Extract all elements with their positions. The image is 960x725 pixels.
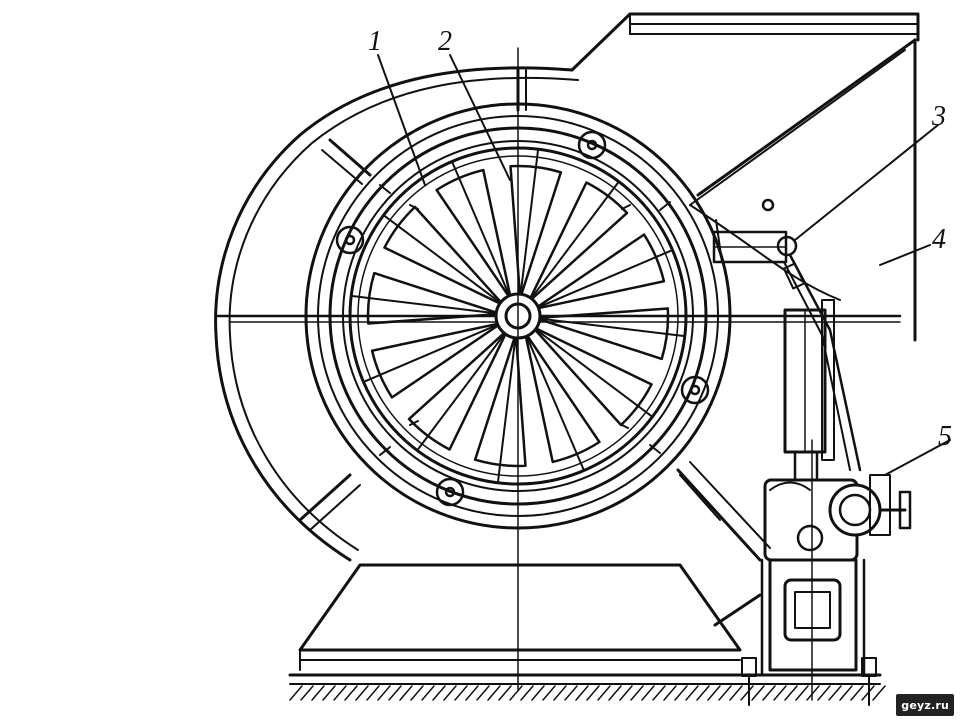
vane-shaft <box>519 148 540 294</box>
hatch-line <box>828 685 842 701</box>
hatch-line <box>564 685 578 701</box>
hatch-line <box>388 685 402 701</box>
hatch-line <box>850 685 864 701</box>
hatch-line <box>597 685 611 701</box>
vane-shaft <box>539 249 674 308</box>
gear-drive <box>741 439 912 706</box>
hatch-line <box>806 685 820 701</box>
hatch-line <box>410 685 424 701</box>
hatch-line <box>630 685 644 701</box>
actuator-column <box>783 299 835 482</box>
hatch-line <box>729 685 743 701</box>
hatch-line <box>663 685 677 701</box>
hatch-line <box>355 685 369 701</box>
hatch-line <box>454 685 468 701</box>
hatch-line <box>641 685 655 701</box>
hatch-line <box>773 685 787 701</box>
guide-vanes <box>350 148 686 484</box>
guide-vane <box>435 168 511 296</box>
vane-shaft <box>382 214 500 303</box>
hatch-line <box>553 685 567 701</box>
hatch-line <box>498 685 512 701</box>
hatch-line <box>542 685 556 701</box>
callout-3: 3 <box>931 101 946 132</box>
vane-shaft <box>531 180 620 298</box>
vane-shaft <box>540 317 686 338</box>
hatch-line <box>586 685 600 701</box>
lever-linkage <box>712 219 862 472</box>
watermark-badge: geyz.ru <box>896 694 954 716</box>
hatch-line <box>465 685 479 701</box>
vane-shaft <box>362 324 497 383</box>
hatch-line <box>520 685 534 701</box>
hatch-line <box>674 685 688 701</box>
hatch-line <box>399 685 413 701</box>
hatch-line <box>487 685 501 701</box>
hatch-line <box>740 685 754 701</box>
hatch-line <box>652 685 666 701</box>
hatch-line <box>289 685 303 701</box>
guide-vane <box>370 323 498 399</box>
hatch-line <box>795 685 809 701</box>
callout-5: 5 <box>938 421 952 452</box>
vane-shaft <box>416 334 505 452</box>
vane-shaft <box>496 338 517 484</box>
hatch-line <box>751 685 765 701</box>
hatch-line <box>696 685 710 701</box>
callout-1: 1 <box>368 26 382 57</box>
hatch-line <box>421 685 435 701</box>
guide-vane <box>525 336 601 464</box>
hatch-line <box>443 685 457 701</box>
vane-shaft <box>536 329 654 418</box>
hatch-line <box>333 685 347 701</box>
callout-labels: 1 2 3 4 5 <box>368 26 952 452</box>
hatch-line <box>344 685 358 701</box>
hatch-line <box>762 685 776 701</box>
hatch-line <box>432 685 446 701</box>
guide-vane <box>538 233 666 309</box>
hatch-line <box>784 685 798 701</box>
vane-shaft <box>350 294 496 315</box>
hatch-line <box>685 685 699 701</box>
hatch-line <box>531 685 545 701</box>
hatch-line <box>322 685 336 701</box>
hatch-line <box>366 685 380 701</box>
hatch-line <box>311 685 325 701</box>
hatch-line <box>718 685 732 701</box>
hatch-line <box>476 685 490 701</box>
leader-lines <box>377 54 951 476</box>
hatch-line <box>575 685 589 701</box>
vane-shaft <box>526 337 585 472</box>
ring-bolts <box>335 130 775 507</box>
hatch-line <box>839 685 853 701</box>
hatch-line <box>817 685 831 701</box>
hatch-line <box>377 685 391 701</box>
watermark-text: geyz.ru <box>901 699 949 712</box>
hatch-line <box>509 685 523 701</box>
fan-base <box>288 563 882 685</box>
callout-4: 4 <box>932 224 946 255</box>
callout-2: 2 <box>438 26 452 57</box>
hatch-line <box>872 685 886 701</box>
hatch-line <box>619 685 633 701</box>
hatch-line <box>300 685 314 701</box>
vane-shaft <box>451 160 510 295</box>
hatch-line <box>608 685 622 701</box>
floor-hatching <box>289 685 886 701</box>
hatch-line <box>707 685 721 701</box>
